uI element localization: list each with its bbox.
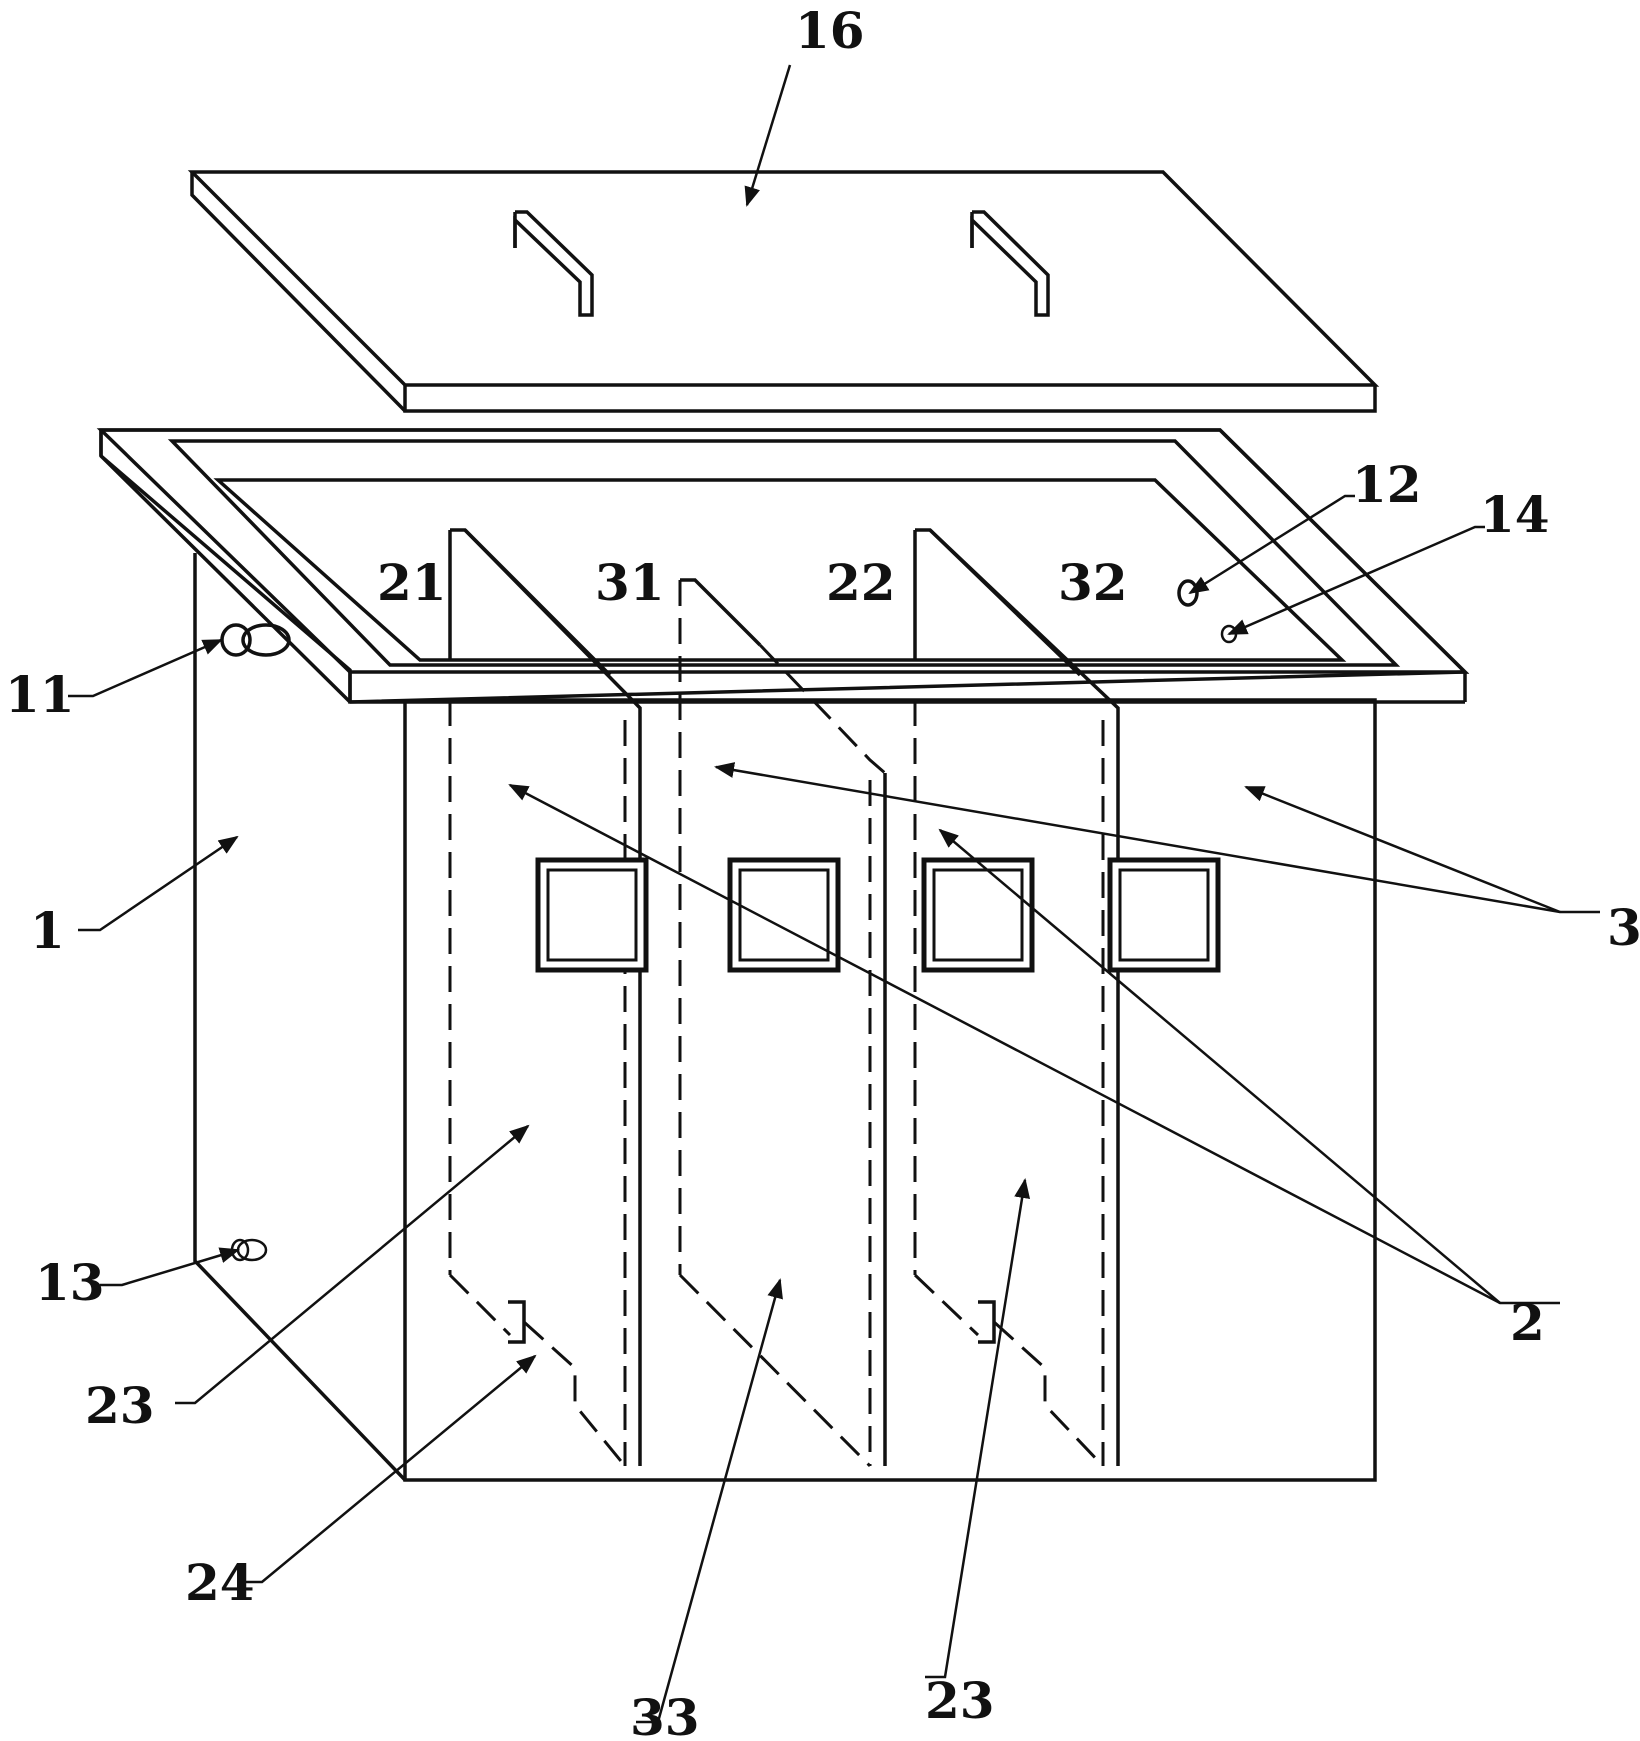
reference-numerals: 16 1 11 12 13 14 21 31 22 32 3 2 23 24 3…	[5, 1, 1640, 1741]
leader-23-right	[925, 1178, 1031, 1679]
leaders	[68, 64, 1600, 1724]
lid-front-edge	[403, 385, 1377, 413]
label-23-right: 23	[925, 1671, 995, 1730]
label-21: 21	[377, 553, 447, 612]
label-3: 3	[1607, 898, 1640, 957]
tank-body	[193, 483, 1377, 1482]
lid-top-face	[187, 170, 1380, 387]
leader-1	[78, 835, 239, 932]
label-31: 31	[595, 553, 665, 612]
label-12: 12	[1352, 455, 1422, 514]
label-14: 14	[1480, 485, 1550, 544]
leader-3-b	[1244, 785, 1561, 914]
leader-14	[1227, 525, 1485, 636]
label-32: 32	[1058, 553, 1128, 612]
leader-23-left	[175, 1124, 530, 1405]
window-3	[921, 857, 1035, 973]
window-1	[535, 857, 649, 973]
windows	[535, 857, 1221, 973]
lid-handle-right	[970, 210, 1050, 317]
baffle-22	[913, 528, 1120, 1468]
rim-opening-inner	[213, 478, 1347, 662]
label-16: 16	[795, 1, 865, 60]
window-4	[1107, 857, 1221, 973]
leader-2-b	[938, 828, 1501, 1304]
leader-13	[100, 1247, 240, 1287]
label-13: 13	[35, 1253, 105, 1312]
tank-rim	[96, 428, 1470, 704]
leader-16	[744, 64, 792, 207]
label-24: 24	[185, 1553, 255, 1612]
port-11-icon	[220, 623, 291, 657]
lid	[187, 170, 1380, 413]
label-33: 33	[630, 1688, 700, 1741]
leader-33	[636, 1278, 783, 1724]
lid-left-edge	[190, 172, 407, 413]
leader-11	[68, 638, 223, 698]
baffle-31	[678, 578, 887, 1468]
label-22: 22	[826, 553, 896, 612]
label-11: 11	[5, 665, 75, 724]
leader-12	[1188, 494, 1355, 595]
rim-opening-outer	[167, 439, 1401, 667]
tank-front-face	[403, 698, 1377, 1482]
label-2: 2	[1510, 1293, 1545, 1352]
leader-24	[240, 1354, 537, 1584]
tank-left-side	[193, 553, 407, 1482]
window-2	[727, 857, 841, 973]
label-23-left: 23	[85, 1376, 155, 1435]
lid-handle-left	[513, 210, 594, 317]
label-1: 1	[30, 901, 65, 960]
rim-left-bottom	[99, 454, 352, 704]
